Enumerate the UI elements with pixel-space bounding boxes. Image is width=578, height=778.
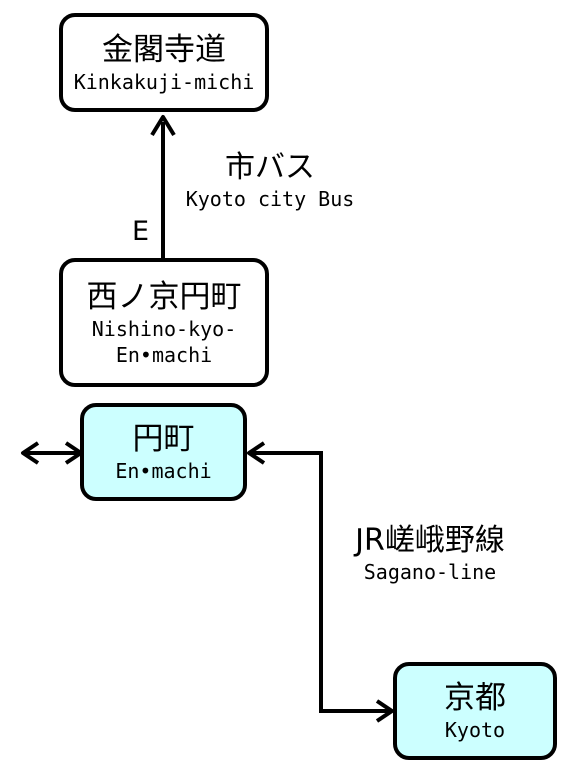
- station-name-en: Kinkakuji-michi: [73, 69, 255, 94]
- station-kyoto[interactable]: 京都 Kyoto: [393, 662, 557, 760]
- station-name-en: Kyoto: [444, 718, 506, 742]
- jr-route-label: JR嵯峨野線 Sagano-line: [330, 523, 530, 585]
- station-name-jp: 金閣寺道: [102, 31, 226, 68]
- station-kinkakuji-michi[interactable]: 金閣寺道 Kinkakuji-michi: [59, 13, 269, 112]
- bus-arrowhead: [150, 115, 176, 137]
- station-name-jp: 京都: [444, 680, 506, 716]
- bus-route-label: 市バス Kyoto city Bus: [172, 150, 368, 212]
- bus-route-name-jp: 市バス: [225, 150, 315, 185]
- left-arrowhead: [21, 441, 40, 465]
- jr-route-line: [250, 451, 390, 713]
- station-enmachi[interactable]: 円町 En•machi: [80, 403, 247, 501]
- bus-route-name-en: Kyoto city Bus: [185, 187, 355, 211]
- station-name-jp: 西ノ京円町: [86, 278, 242, 315]
- station-name-jp: 円町: [132, 421, 195, 457]
- jr-route-name-jp: JR嵯峨野線: [355, 523, 505, 558]
- station-name-en: En•machi: [115, 459, 212, 483]
- jr-route-name-en: Sagano-line: [363, 560, 497, 584]
- station-name-en-line2: En•machi: [115, 342, 213, 367]
- jr-arrowhead-kyoto: [375, 699, 394, 723]
- bus-stop-label: E: [132, 216, 150, 247]
- station-nishinokyo-enmachi[interactable]: 西ノ京円町 Nishino-kyo- En•machi: [59, 258, 269, 387]
- jr-arrowhead-enmachi: [247, 441, 266, 465]
- station-name-en-line1: Nishino-kyo-: [91, 316, 237, 341]
